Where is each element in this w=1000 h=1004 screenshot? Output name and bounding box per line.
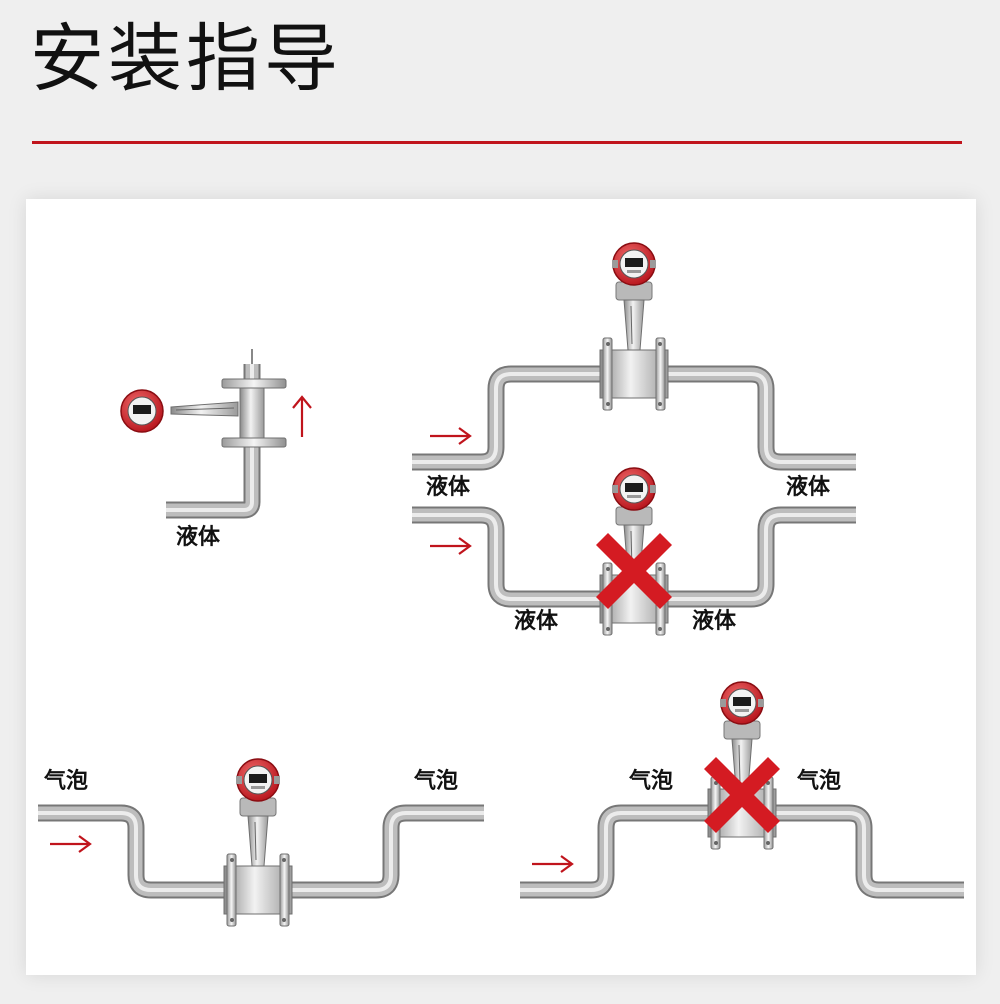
title-divider [32, 141, 962, 144]
label-gas-incorrect-left: 气泡 [629, 769, 674, 794]
installation-diagram [38, 242, 964, 927]
label-loop-top-left: 液体 [426, 475, 471, 500]
gas-correct-diagram [38, 758, 484, 927]
gas-incorrect-diagram [520, 681, 964, 899]
label-loop-bottom-left: 液体 [514, 609, 559, 634]
label-loop-bottom-right: 液体 [692, 609, 737, 634]
flow-arrow-icon [430, 537, 472, 555]
label-loop-top-right: 液体 [786, 475, 831, 500]
installation-panel: 液体 液体 液体 液体 液体 气泡 气泡 气泡 气泡 [26, 199, 976, 975]
vertical-liquid-diagram [120, 349, 312, 519]
flow-arrow-icon [430, 427, 472, 445]
label-gas-correct-left: 气泡 [44, 769, 89, 794]
loop-liquid-diagram [412, 242, 856, 636]
flow-arrow-icon [50, 835, 92, 853]
page-title: 安装指导 [30, 16, 342, 102]
label-gas-correct-right: 气泡 [414, 769, 459, 794]
label-gas-incorrect-right: 气泡 [797, 769, 842, 794]
label-vertical-liquid: 液体 [176, 525, 221, 550]
flow-arrow-icon [532, 855, 574, 873]
flow-arrow-icon [292, 395, 312, 437]
